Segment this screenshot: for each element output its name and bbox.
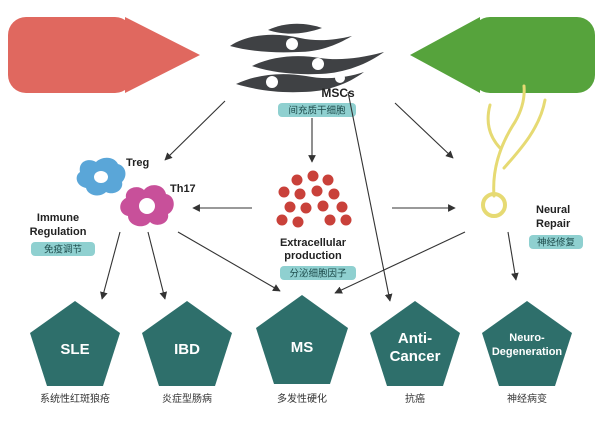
extracellular-label-line2: production (284, 250, 342, 262)
green-arrow-shape (410, 17, 595, 93)
extracellular-sublabel: 分泌细胞因子 (289, 268, 347, 280)
disease-sle-label: SLE (60, 341, 89, 358)
disease-ms: MS 多发性硬化 (256, 295, 348, 405)
msc-cells-illustration (230, 23, 384, 93)
disease-anticancer-label-line2: Cancer (390, 348, 441, 365)
arrow-immune-to-ibd (147, 231, 168, 300)
neural-label-line2: Repair (536, 218, 571, 230)
arrow-msc-to-neural (394, 102, 454, 159)
arrow-immune-to-ms (177, 231, 281, 292)
immune-label-line2: Regulation (30, 226, 87, 238)
arrow-msc-to-immune (164, 100, 226, 161)
disease-ibd-caption: 炎症型肠病 (162, 392, 212, 405)
neural-label-line1: Neural (536, 204, 570, 216)
extracellular-vesicles-icon (276, 170, 352, 228)
neural-pill (529, 235, 583, 249)
disease-neuro-label-line2: Degeneration (492, 346, 563, 358)
pentagon-anticancer (370, 301, 460, 386)
treg-cell-icon (76, 157, 126, 196)
disease-ibd-label: IBD (174, 341, 200, 358)
disease-ms-caption: 多发性硬化 (277, 392, 327, 405)
arrow-immune-to-sle (100, 231, 121, 300)
disease-sle-caption: 系统性红斑狼疮 (40, 392, 110, 405)
neuron-illustration (481, 84, 547, 218)
immune-pill (31, 242, 95, 256)
red-arrow-shape (8, 17, 200, 93)
msc-sublabel: 间充质干细胞 (288, 105, 346, 117)
msc-label: MSCs (321, 86, 355, 100)
th17-label: Th17 (170, 183, 196, 195)
disease-ms-label: MS (291, 339, 314, 356)
disease-anticancer-caption: 抗癌 (405, 392, 425, 405)
neural-sublabel: 神经修复 (537, 237, 576, 249)
disease-anticancer: Anti- Cancer 抗癌 (370, 301, 460, 405)
pentagon-ibd (142, 301, 232, 386)
disease-sle: SLE 系统性红斑狼疮 (30, 301, 120, 405)
pentagon-sle (30, 301, 120, 386)
extracellular-label-line1: Extracellular (280, 237, 347, 249)
disease-anticancer-label-line1: Anti- (398, 330, 432, 347)
immune-sublabel: 免疫调节 (44, 244, 82, 256)
disease-ibd: IBD 炎症型肠病 (142, 301, 232, 405)
arrow-msc-to-anticancer (347, 91, 393, 302)
immune-label-line1: Immune (37, 212, 79, 224)
th17-cell-icon (120, 185, 174, 227)
disease-neuro-caption: 神经病变 (507, 392, 547, 405)
arrow-neural-to-neurodegeneration (507, 231, 519, 281)
disease-neurodegeneration: Neuro- Degeneration 神经病变 (482, 301, 572, 405)
arrow-neural-to-ms (334, 231, 466, 294)
msc-pill (278, 103, 356, 117)
pentagon-ms (256, 295, 348, 384)
pentagon-neurodegeneration (482, 301, 572, 386)
connector-arrows (100, 91, 519, 302)
disease-neuro-label-line1: Neuro- (509, 332, 545, 344)
extracellular-pill (280, 266, 356, 280)
treg-label: Treg (126, 157, 149, 169)
